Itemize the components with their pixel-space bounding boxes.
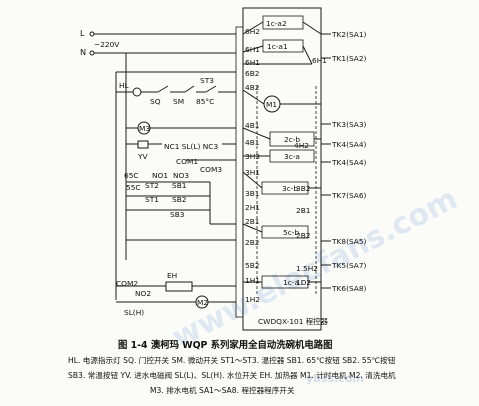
cam-1c-a: 1c-a xyxy=(283,278,299,287)
cam-5c-b: 5c-b xyxy=(283,228,299,237)
terminal-5b2: 5B2 xyxy=(245,261,259,270)
inlet-valve-row: YV NC1 SL(L) NC3 COM1 COM3 xyxy=(126,140,236,174)
cam-3c-a: 3c-a xyxy=(284,152,300,161)
slh-label: SL(H) xyxy=(124,308,144,317)
m2-label: M2 xyxy=(197,298,208,307)
sb1-label: SB1 xyxy=(172,181,187,190)
com2-label: COM2 xyxy=(116,279,138,288)
terminal-2b2: 2B2 xyxy=(245,238,259,247)
yv-label: YV xyxy=(137,152,148,161)
switch-tk1: TK1(SA2) xyxy=(331,54,367,63)
hl-label: HL xyxy=(119,81,130,90)
com1-label: COM1 xyxy=(176,157,198,166)
label-2b1-right: 2B1 xyxy=(296,206,311,215)
sq-label: SQ xyxy=(150,97,161,106)
m3-label: M3 xyxy=(139,124,150,133)
st2-label: ST2 xyxy=(145,181,159,190)
legend-line-3: M3. 排水电机 SA1～SA8. 程控器程序开关 xyxy=(150,385,295,395)
switch-tk3: TK3(SA3) xyxy=(331,120,367,129)
left-wiring xyxy=(115,53,236,300)
terminal-4b2: 4B2 xyxy=(245,83,259,92)
drain-motor-row: M3 xyxy=(126,121,236,135)
label-1d2: 1D2 xyxy=(296,278,311,287)
cam-contacts: 1c-a2 1c-a1 2c-b 3c-a 3c-b 5c-b 1c-a M1 xyxy=(242,15,322,289)
switch-tk2: TK2(SA1) xyxy=(331,30,367,39)
st1-label: ST1 xyxy=(145,195,159,204)
terminal-block: 6H2 6H1 6H1 6B2 4B2 4B1 4B1 3H3 3H1 3B1 … xyxy=(235,26,260,318)
terminal-3b1: 3B1 xyxy=(245,189,260,198)
cam-1c-a1: 1c-a1 xyxy=(267,42,288,51)
eh-label: EH xyxy=(167,271,177,280)
switch-tk8: TK8(SA5) xyxy=(331,237,367,246)
com3-label: COM3 xyxy=(200,165,222,174)
switch-tk4-b: TK4(SA4) xyxy=(331,158,367,167)
figure-caption: 图 1-4 澳柯玛 WQP 系列家用全自动洗碗机电路图 xyxy=(118,339,333,351)
power-supply: L N ~220V xyxy=(80,28,236,57)
t65-label: 65C xyxy=(124,171,139,180)
label-3b2: 3B2 xyxy=(296,184,310,193)
terminal-6h1-b: 6H1 xyxy=(245,58,260,67)
terminal-3h1: 3H1 xyxy=(245,168,260,177)
program-switch-labels: TK2(SA1) TK1(SA2) TK3(SA3) TK4(SA4) TK4(… xyxy=(294,30,367,293)
door-switch-row: HL SQ SM ST3 85°C xyxy=(116,76,236,106)
st3-label: ST3 xyxy=(200,76,214,85)
legend-line-1: HL. 电源指示灯 SQ. 门控开关 SM. 微动开关 ST1～ST3. 温控器… xyxy=(68,355,396,365)
switch-tk4-a: TK4(SA4) xyxy=(331,140,367,149)
no3-label: NO3 xyxy=(173,171,189,180)
power-indicator-lamp xyxy=(132,87,142,97)
supply-n-label: N xyxy=(80,47,86,57)
terminal-4b1-b: 4B1 xyxy=(245,138,260,147)
no1-label: NO1 xyxy=(152,171,168,180)
terminal-2b1: 2B1 xyxy=(245,217,260,226)
t85-label: 85°C xyxy=(196,97,214,106)
sb2-label: SB2 xyxy=(172,195,186,204)
cam-2c-b: 2c-b xyxy=(284,135,300,144)
terminal-2h1: 2H1 xyxy=(245,203,260,212)
terminal-6b2: 6B2 xyxy=(245,69,259,78)
terminal-1h2: 1H2 xyxy=(245,295,260,304)
temperature-select-block: 65C NO1 NO3 55C ST2 SB1 ST1 SB2 SB3 xyxy=(124,171,236,241)
switch-tk7: TK7(SA6) xyxy=(331,191,367,200)
terminal-4b1-a: 4B1 xyxy=(245,121,260,130)
cam-3c-b: 3c-b xyxy=(282,184,298,193)
cam-1c-a2: 1c-a2 xyxy=(266,19,287,28)
heater-eh xyxy=(165,281,193,292)
switch-tk5: TK5(SA7) xyxy=(331,261,367,270)
supply-voltage-label: ~220V xyxy=(94,40,119,49)
sm-label: SM xyxy=(173,97,184,106)
legend-line-2: SB3. 常温按钮 YV. 进水电磁阀 SL(L)、SL(H). 水位开关 EH… xyxy=(68,370,396,380)
label-2b2-right: 2B2 xyxy=(296,231,310,240)
terminal-6h2: 6H2 xyxy=(245,27,260,36)
label-4h2: 4H2 xyxy=(294,141,309,150)
switch-tk6: TK6(SA8) xyxy=(331,284,367,293)
label-15h2: 1.5H2 xyxy=(296,264,318,273)
s55c-label: 55C xyxy=(126,183,141,192)
m1-label: M1 xyxy=(266,100,277,109)
label-6h1-right: 6H1 xyxy=(312,56,327,65)
inlet-valve-yv xyxy=(137,140,149,149)
controller-label: CWDQX-101 程控器 xyxy=(258,317,329,326)
supply-l-label: L xyxy=(80,28,85,38)
terminal-1h1: 1H1 xyxy=(245,276,260,285)
nc-sl-label: NC1 SL(L) NC3 xyxy=(164,142,218,151)
heater-motor-row: EH COM2 NO2 SL(H) M2 xyxy=(116,271,236,317)
sb3-label: SB3 xyxy=(170,210,185,219)
watermark-small: ybss.com xyxy=(306,372,364,385)
no2-label: NO2 xyxy=(135,289,151,298)
